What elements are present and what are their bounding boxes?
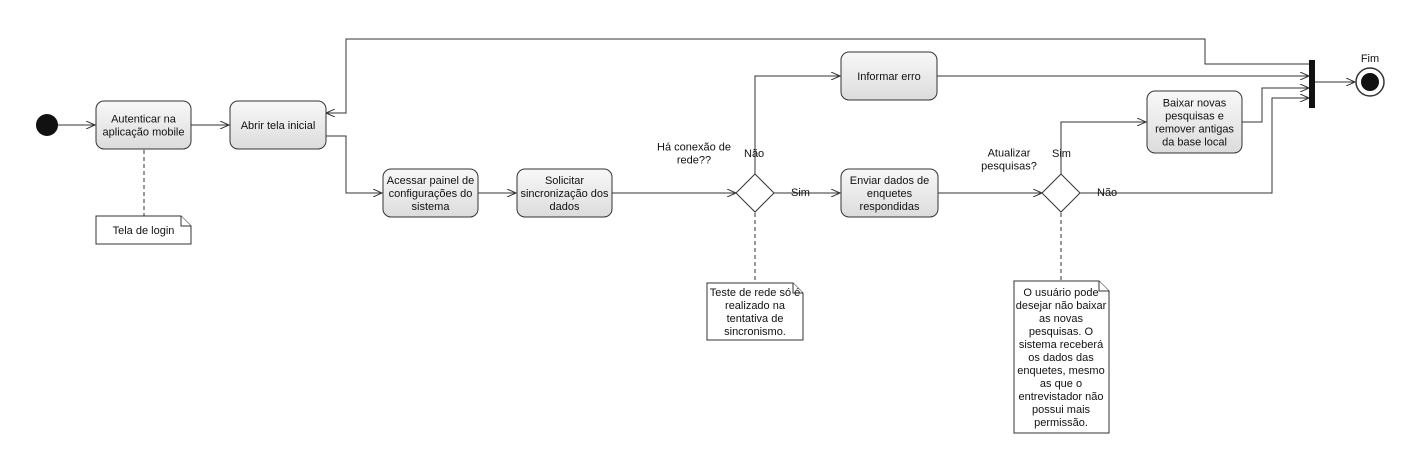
final-node	[1355, 67, 1385, 97]
note-anchors	[143, 150, 1062, 283]
flow-atualizar-sim-to-baixar	[1060, 122, 1146, 174]
action-informar-erro-label: Informar erro	[857, 71, 921, 83]
flow-conexao-nao-to-erro	[754, 76, 840, 174]
guard-conexao-sim: Sim	[791, 187, 810, 199]
action-informar-erro[interactable]: Informar erro	[840, 51, 938, 101]
decision-atualizar[interactable]	[1041, 173, 1081, 213]
action-abrir-tela-inicial-label: Abrir tela inicial	[241, 120, 316, 132]
flow-atualizar-nao-to-join	[1080, 98, 1309, 194]
control-flows	[58, 38, 1355, 194]
flow-join-to-abrir-loop	[326, 38, 1309, 113]
guard-atualizar-sim: Sim	[1052, 148, 1071, 160]
join-bar	[1309, 60, 1315, 108]
initial-node	[36, 114, 58, 136]
guard-atualizar-nao: Não	[1097, 187, 1117, 199]
flow-baixar-to-join	[1242, 88, 1309, 123]
final-label: Fim	[1361, 53, 1379, 65]
note-login-text: Tela de login	[113, 225, 175, 237]
guard-conexao-nao: Não	[744, 148, 764, 160]
action-abrir-tela-inicial[interactable]: Abrir tela inicial	[229, 100, 327, 150]
decision-conexao[interactable]	[735, 173, 775, 213]
flow-abrir-to-acessar	[326, 135, 382, 193]
note-login: Tela de login	[95, 215, 192, 245]
